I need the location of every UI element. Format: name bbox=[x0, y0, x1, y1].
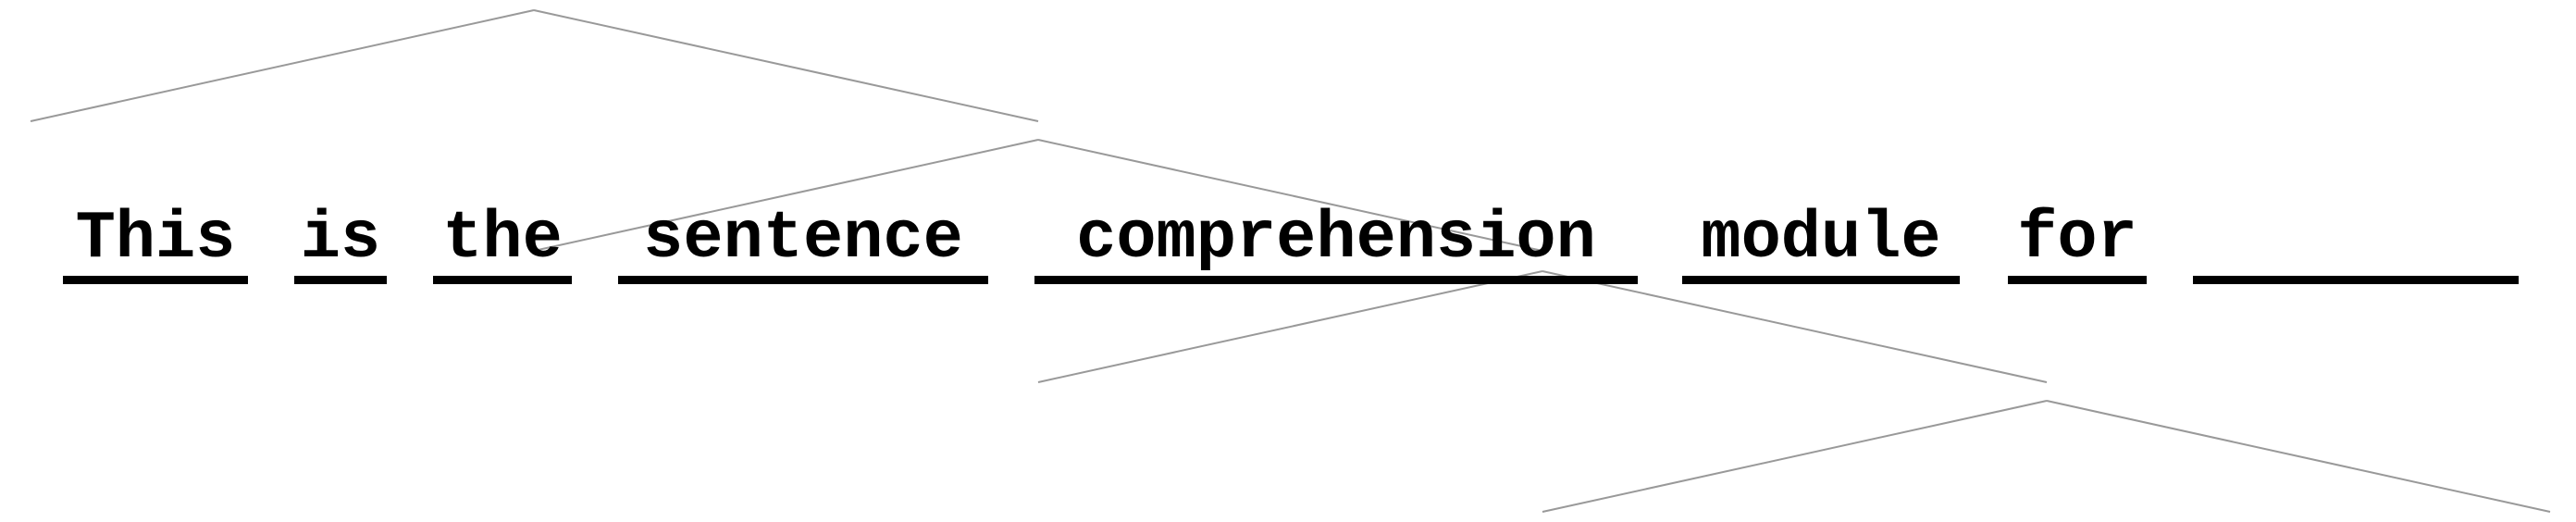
tree-edge bbox=[533, 9, 1039, 122]
tree-branch-second bbox=[533, 139, 1543, 252]
word-this: This bbox=[63, 205, 248, 284]
blank-word-slot bbox=[2193, 205, 2519, 284]
tree-edge bbox=[1542, 400, 2048, 513]
word-the: the bbox=[433, 205, 572, 284]
word-for: for bbox=[2008, 205, 2147, 284]
tree-edge bbox=[2046, 400, 2551, 513]
word-is: is bbox=[294, 205, 387, 284]
tree-edge bbox=[533, 139, 1039, 252]
tree-branch-fourth bbox=[1542, 400, 2551, 513]
tree-edge bbox=[1037, 270, 1543, 383]
word-module: module bbox=[1682, 205, 1960, 284]
tree-edge bbox=[1542, 270, 2048, 383]
tree-edge bbox=[1037, 139, 1543, 252]
tree-branch-root bbox=[30, 9, 1039, 122]
word-sentence: sentence bbox=[618, 205, 988, 284]
tree-edge bbox=[30, 9, 535, 122]
tree-branch-third bbox=[1037, 270, 2048, 383]
word-comprehension: comprehension bbox=[1034, 205, 1638, 284]
